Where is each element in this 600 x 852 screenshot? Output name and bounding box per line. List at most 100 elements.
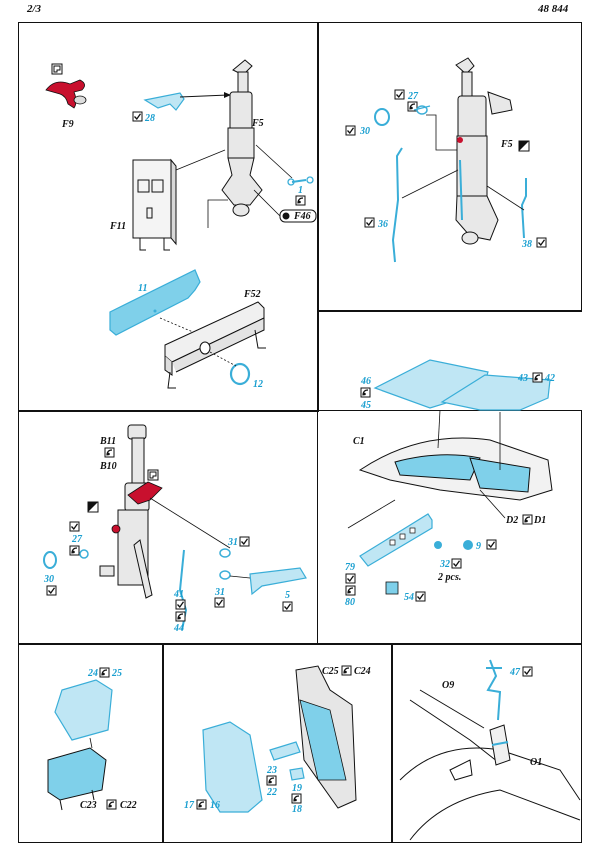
check-box-icon	[486, 539, 497, 550]
label-d2: D2	[505, 515, 518, 526]
panel-1	[18, 22, 319, 412]
label-38: 38	[521, 239, 532, 250]
kit-code: 48 844	[538, 3, 569, 15]
check-box-icon	[46, 585, 57, 596]
label-16: 16	[210, 800, 220, 811]
label-f5-b: F5	[500, 139, 513, 150]
label-d1: D1	[533, 515, 546, 526]
check-box-icon	[239, 536, 250, 547]
label-f9: F9	[61, 119, 74, 130]
part-b-strut	[99, 424, 153, 599]
label-30-b: 30	[43, 574, 54, 585]
black-triangle-icon	[87, 501, 99, 513]
label-c24: C24	[354, 666, 371, 677]
etch-43	[440, 374, 551, 411]
label-42: 42	[544, 373, 555, 384]
check-box-icon	[364, 217, 375, 228]
label-o9: O9	[442, 680, 454, 691]
label-32: 32	[439, 559, 450, 570]
check-box-icon	[536, 237, 547, 248]
etch-80-panel	[359, 513, 433, 567]
label-24: 24	[87, 668, 98, 679]
fold-box-icon	[104, 447, 115, 458]
part-f11	[132, 158, 177, 251]
check-box-icon	[394, 89, 405, 100]
etch-36-wire	[391, 147, 403, 263]
label-5: 5	[285, 590, 290, 601]
label-22: 22	[266, 787, 277, 798]
check-box-icon	[451, 558, 462, 569]
fold-box-icon	[106, 799, 117, 810]
fold-box-icon	[291, 793, 302, 804]
check-box-icon	[415, 591, 426, 602]
etch-12-ring	[229, 362, 251, 386]
label-36: 36	[377, 219, 388, 230]
part-c23	[47, 747, 107, 801]
check-box-icon	[522, 666, 533, 677]
check-box-icon	[175, 599, 186, 610]
label-45: 45	[360, 400, 371, 411]
label-17: 17	[184, 800, 195, 811]
label-31-b: 31	[214, 587, 225, 598]
label-o1: O1	[530, 757, 542, 768]
check-box-icon	[345, 573, 356, 584]
label-25: 25	[111, 668, 122, 679]
label-11: 11	[138, 283, 147, 294]
label-f46: F46	[293, 211, 311, 222]
cockpit-floor	[358, 409, 553, 501]
panel-2	[317, 22, 582, 312]
label-30: 30	[359, 126, 370, 137]
etch-17	[202, 721, 263, 813]
panel-6	[162, 643, 393, 843]
label-c23: C23	[80, 800, 97, 811]
panel-7	[391, 643, 582, 843]
check-box-icon	[132, 111, 143, 122]
label-41: 41	[173, 589, 184, 600]
fold-box-icon	[175, 611, 186, 622]
label-46: 46	[360, 376, 371, 387]
red-part	[127, 481, 163, 505]
fold-box-icon	[341, 665, 352, 676]
label-54: 54	[404, 592, 414, 603]
label-b10: B10	[99, 461, 117, 472]
label-18: 18	[292, 804, 302, 815]
fold-box-icon	[196, 799, 207, 810]
part-o-canopy	[399, 689, 581, 841]
fold-box-icon	[266, 775, 277, 786]
etch-11	[109, 269, 201, 336]
panel-4	[317, 310, 582, 645]
panel-3	[18, 410, 582, 645]
label-12: 12	[253, 379, 263, 390]
fold-box-icon	[69, 545, 80, 556]
label-1: 1	[298, 185, 303, 196]
label-43: 43	[517, 373, 528, 384]
fold-box-icon	[360, 387, 371, 398]
panel-5	[18, 643, 164, 843]
label-79: 79	[345, 562, 355, 573]
label-2pcs: 2 pcs.	[437, 572, 461, 583]
check-box-icon	[345, 125, 356, 136]
fold-box-icon	[345, 585, 356, 596]
check-box-icon	[69, 521, 80, 532]
label-19: 19	[292, 783, 302, 794]
paint-red-icon	[51, 63, 63, 75]
label-27: 27	[407, 91, 419, 102]
label-27-b: 27	[71, 534, 83, 545]
fold-box-icon	[522, 514, 533, 525]
fold-box-icon	[99, 667, 110, 678]
label-23: 23	[266, 765, 277, 776]
etch-38-wire	[520, 178, 527, 239]
label-31-a: 31	[227, 537, 238, 548]
part-f52	[164, 301, 266, 389]
etch-28	[143, 92, 185, 111]
check-box-icon	[282, 601, 293, 612]
check-box-icon	[214, 597, 225, 608]
label-f52: F52	[243, 289, 261, 300]
label-44: 44	[173, 623, 184, 634]
fold-box-icon	[295, 195, 306, 206]
part-f5-assembled	[455, 57, 513, 245]
label-c1: C1	[353, 436, 365, 447]
paint-red-icon	[147, 469, 159, 481]
label-f5: F5	[251, 118, 264, 129]
label-28: 28	[144, 113, 155, 124]
